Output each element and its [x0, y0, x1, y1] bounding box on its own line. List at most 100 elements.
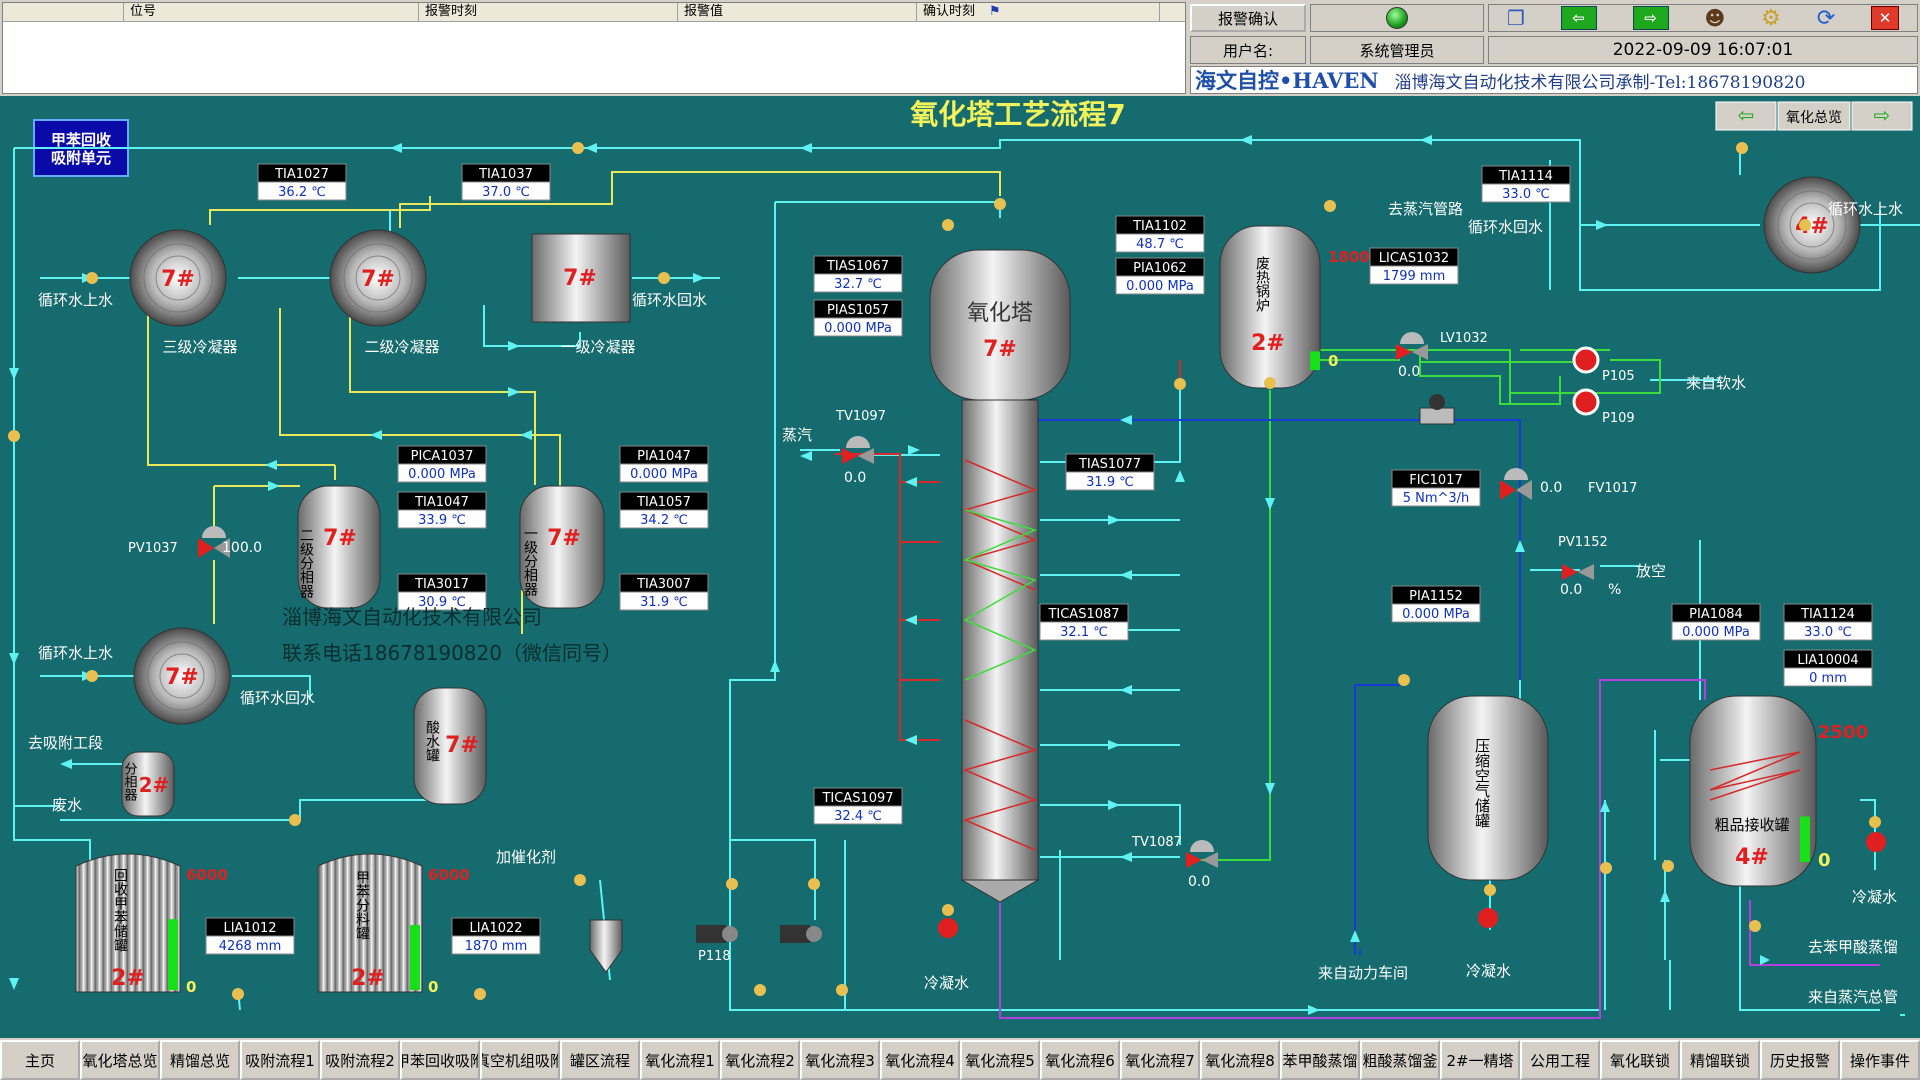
- footer-button[interactable]: 氧化流程2: [720, 1040, 800, 1080]
- copy-icon[interactable]: ❐: [1506, 6, 1525, 30]
- cond3[interactable]: 7# 三级冷凝器: [129, 229, 238, 356]
- user-name: 系统管理员: [1310, 36, 1484, 64]
- boiler[interactable]: 2#: [1219, 225, 1321, 389]
- cond4[interactable]: 4#: [1763, 176, 1861, 274]
- footer-button[interactable]: 罐区流程: [560, 1040, 640, 1080]
- datetime: 2022-09-09 16:07:01: [1488, 36, 1918, 64]
- footer-button[interactable]: 操作事件: [1840, 1040, 1920, 1080]
- footer-button[interactable]: 粗酸蒸馏釜: [1360, 1040, 1440, 1080]
- nav-overview-button[interactable]: [1777, 101, 1851, 131]
- acid-label: 酸水罐: [424, 720, 440, 762]
- footer-button[interactable]: 历史报警: [1760, 1040, 1840, 1080]
- alarm-ack-button[interactable]: 报警确认: [1190, 4, 1306, 32]
- nav-prev-icon: ⇦: [1738, 103, 1755, 127]
- footer-button[interactable]: 吸附流程2: [320, 1040, 400, 1080]
- sep-small[interactable]: 2#: [121, 751, 175, 817]
- pump-p105[interactable]: [1572, 346, 1600, 374]
- pump-p118[interactable]: [696, 925, 738, 943]
- lbl-cw-out-3: 循环水回水: [1468, 218, 1543, 236]
- pump-p118b[interactable]: [780, 925, 822, 943]
- footer-button[interactable]: 氧化流程4: [880, 1040, 960, 1080]
- valve-fic1017[interactable]: [1419, 394, 1455, 425]
- footer-button[interactable]: 吸附流程1: [240, 1040, 320, 1080]
- air-receiver[interactable]: [1427, 695, 1549, 881]
- cond-lower[interactable]: 7#: [133, 627, 231, 725]
- acid-tank[interactable]: 7#: [413, 687, 487, 805]
- scale-crude-max: 2500: [1818, 722, 1868, 743]
- gear-icon[interactable]: ⚙: [1761, 5, 1781, 31]
- sep1[interactable]: 7#: [519, 485, 605, 609]
- back-arrow-icon[interactable]: ⇦: [1560, 6, 1597, 30]
- footer-button[interactable]: 氧化流程1: [640, 1040, 720, 1080]
- nav-prev-button[interactable]: [1715, 101, 1777, 131]
- close-icon[interactable]: ✕: [1871, 6, 1900, 30]
- sep2[interactable]: 7#: [297, 485, 381, 609]
- catalyst-hopper[interactable]: [589, 919, 623, 973]
- footer-button[interactable]: 氧化联锁: [1600, 1040, 1680, 1080]
- user-icon[interactable]: ☻: [1704, 6, 1726, 30]
- crude-tank[interactable]: 粗品接收罐 4#: [1689, 695, 1817, 887]
- tank-feed[interactable]: 2#: [317, 853, 423, 993]
- valve-lv1032[interactable]: [1396, 332, 1428, 360]
- footer-button[interactable]: 氧化流程8: [1200, 1040, 1280, 1080]
- pump-p109[interactable]: [1572, 388, 1600, 416]
- footer-button[interactable]: 精馏联锁: [1680, 1040, 1760, 1080]
- footer-button[interactable]: 精馏总览: [160, 1040, 240, 1080]
- footer-button[interactable]: 主页: [0, 1040, 80, 1080]
- tank-rec[interactable]: 2#: [75, 853, 181, 993]
- alarm-table[interactable]: 位号 报警时刻 报警值 确认时刻⚑: [2, 2, 1186, 94]
- footer-button[interactable]: 氧化流程5: [960, 1040, 1040, 1080]
- refresh-icon[interactable]: ⟳: [1816, 5, 1836, 31]
- footer-button[interactable]: 氧化流程3: [800, 1040, 880, 1080]
- sort-icon[interactable]: ⚑: [989, 4, 1001, 19]
- footer-button[interactable]: 氧化流程6: [1040, 1040, 1120, 1080]
- valve-tv1087[interactable]: [1186, 840, 1218, 868]
- valve-fv1017[interactable]: [1500, 468, 1532, 500]
- cond1[interactable]: 7# 一级冷凝器: [531, 233, 636, 356]
- footer-button[interactable]: 2#一精塔: [1440, 1040, 1520, 1080]
- col-tag: 位号: [124, 3, 419, 21]
- valve-pv1152[interactable]: [1562, 564, 1594, 580]
- instrument-tag: FIC1017: [1409, 473, 1462, 488]
- oxidation-tower[interactable]: 氧化塔 7#: [929, 249, 1071, 903]
- cond2[interactable]: 7# 二级冷凝器: [329, 229, 440, 356]
- nav-next-button[interactable]: [1851, 101, 1913, 131]
- company-info: 淄博海文自动化技术有限公司承制-Tel:18678190820: [1394, 72, 1806, 93]
- trap-crude: [1866, 832, 1886, 852]
- footer-button[interactable]: 氧化流程7: [1120, 1040, 1200, 1080]
- forward-arrow-icon[interactable]: ⇨: [1632, 6, 1669, 30]
- footer-button[interactable]: 公用工程: [1520, 1040, 1600, 1080]
- valve-tv1097[interactable]: [842, 436, 874, 464]
- footer-button[interactable]: 真空机组吸附: [480, 1040, 560, 1080]
- lbl-fv1017: FV1017: [1588, 481, 1637, 496]
- nav-overview-label: 氧化总览: [1786, 110, 1842, 126]
- valve-pv1037[interactable]: [198, 526, 230, 558]
- footer-button[interactable]: 苯甲酸蒸馏: [1280, 1040, 1360, 1080]
- footer-button[interactable]: 氧化塔总览: [80, 1040, 160, 1080]
